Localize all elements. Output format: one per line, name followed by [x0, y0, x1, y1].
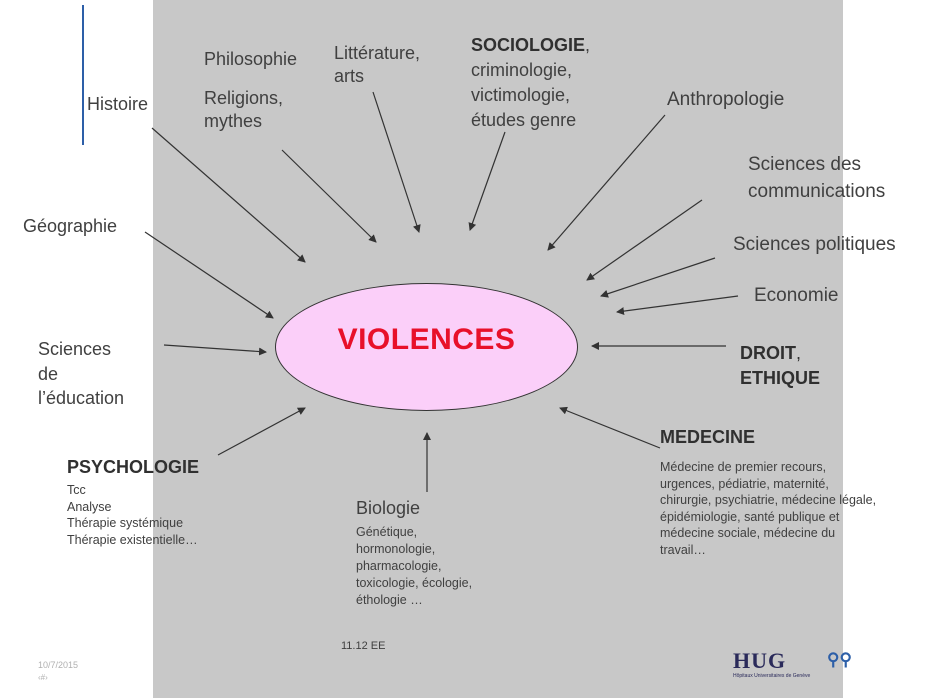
label-philosophie: Philosophie: [204, 49, 298, 69]
label-droit-2: ETHIQUE: [740, 368, 821, 388]
label-droit-1: DROIT,: [740, 342, 801, 365]
label-biologie-title: Biologie: [356, 498, 421, 518]
arrow-education: [163, 344, 267, 356]
label-sociologie-1: criminologie,: [471, 60, 573, 80]
arrow-politiques: [600, 257, 716, 298]
label-politiques: Sciences politiques: [733, 234, 896, 255]
biologie-item: Génétique,: [356, 525, 418, 539]
psychologie-item: Thérapie existentielle…: [67, 532, 198, 547]
biologie-list: Génétique, hormonologie, pharmacologie, …: [356, 524, 472, 609]
label-sociologie-3: études genre: [471, 110, 577, 130]
label-communications-2: communications: [748, 181, 886, 202]
arrow-geographie: [144, 231, 274, 319]
label-psychologie-title: PSYCHOLOGIE: [67, 457, 200, 477]
label-education-2: de: [38, 364, 59, 384]
label-religions-1: Religions,: [204, 88, 284, 108]
medecine-item: urgences, pédiatrie, maternité,: [660, 476, 829, 491]
medecine-item: épidémiologie, santé publique et: [660, 509, 840, 524]
label-religions-2: mythes: [204, 111, 263, 131]
logo-name: HUG: [733, 648, 787, 673]
medecine-item: Médecine de premier recours,: [660, 460, 827, 474]
droit-title: DROIT: [740, 343, 796, 363]
label-communications-1: Sciences des: [748, 154, 862, 175]
logo-subtitle: Hôpitaux Universitaires de Genève: [733, 673, 811, 679]
arrow-litterature: [372, 91, 421, 233]
label-sociologie-2: victimologie,: [471, 85, 571, 105]
sociologie-title: SOCIOLOGIE: [471, 35, 586, 55]
medecine-item: chirurgie, psychiatrie, médecine légale,: [660, 493, 877, 507]
sociologie-comma: ,: [585, 35, 591, 55]
label-education-3: l’éducation: [38, 388, 125, 408]
footer-date: 10/7/2015: [38, 660, 79, 670]
label-medecine-title: MEDECINE: [660, 427, 756, 447]
label-anthropologie: Anthropologie: [667, 89, 785, 110]
psychologie-item: Tcc: [67, 483, 86, 497]
psychologie-item: Analyse: [67, 499, 112, 514]
medecine-list: Médecine de premier recours, urgences, p…: [660, 459, 876, 558]
hug-logo: HUG ⚲⚲ Hôpitaux Universitaires de Genève: [733, 648, 852, 682]
biologie-item: pharmacologie,: [356, 559, 442, 573]
slide-code: 11.12 EE: [341, 640, 386, 652]
center-label: VIOLENCES: [337, 323, 516, 356]
label-litterature-1: Littérature,: [334, 43, 421, 63]
biologie-item: toxicologie, écologie,: [356, 576, 473, 590]
droit-comma: ,: [796, 343, 802, 363]
medecine-item: travail…: [660, 542, 706, 557]
arrow-medecine: [559, 406, 661, 449]
label-geographie: Géographie: [23, 216, 118, 236]
psychologie-list: Tcc Analyse Thérapie systémique Thérapie…: [67, 482, 198, 548]
center-ellipse: [275, 283, 578, 411]
arrow-religions: [281, 149, 377, 243]
footer-page-number: ‹#›: [38, 673, 48, 682]
label-histoire: Histoire: [87, 94, 149, 114]
psychologie-item: Thérapie systémique: [67, 516, 184, 530]
accent-line: [82, 5, 84, 145]
label-litterature-2: arts: [334, 66, 365, 86]
arrow-economie: [616, 295, 739, 316]
biologie-item: hormonologie,: [356, 542, 436, 556]
label-education-1: Sciences: [38, 339, 112, 359]
people-icon: ⚲⚲: [827, 650, 852, 669]
arrow-psychologie: [217, 407, 306, 456]
arrow-sociologie: [468, 131, 506, 231]
biologie-item: éthologie …: [356, 593, 423, 607]
arrow-histoire: [151, 127, 306, 263]
arrow-communications: [586, 199, 703, 281]
label-economie: Economie: [754, 285, 839, 306]
medecine-item: médecine sociale, médecine du: [660, 526, 836, 540]
arrow-anthropologie: [547, 114, 666, 251]
label-sociologie-title: SOCIOLOGIE,: [471, 34, 590, 57]
